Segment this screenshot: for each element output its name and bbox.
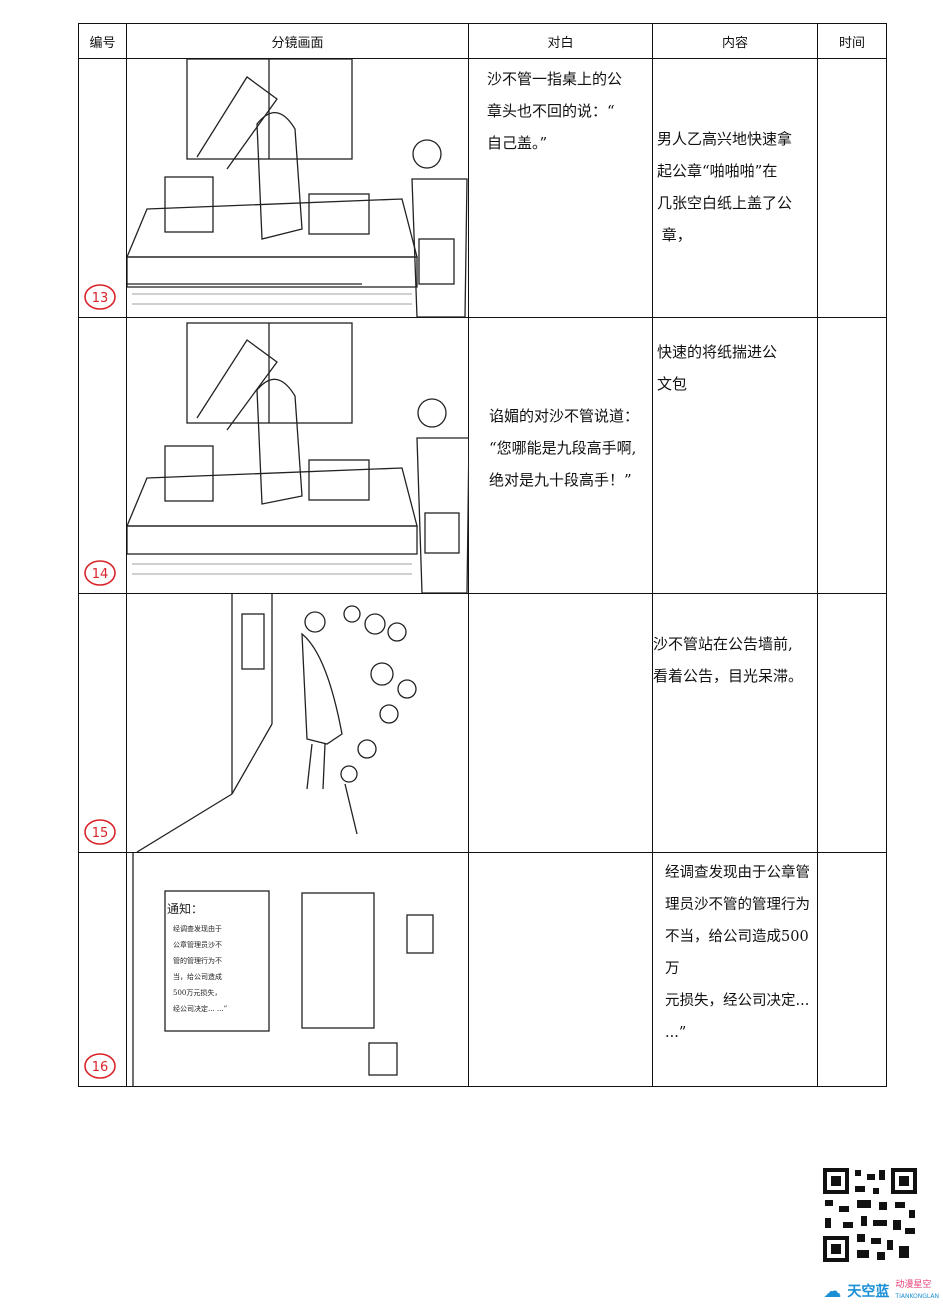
header-frame: 分镜画面 [126, 23, 469, 59]
content-text: 沙不管站在公告墙前, 看着公告，目光呆滞。 [653, 635, 804, 685]
header-number: 编号 [78, 23, 127, 59]
dialogue-text: 谄媚的对沙不管说道： “您哪能是九段高手啊, 绝对是九十段高手！” [489, 407, 640, 489]
frame-sketch-cell [126, 58, 469, 318]
svg-text:13: 13 [92, 291, 109, 306]
dialogue-text: 沙不管一指桌上的公 章头也不回的说：“ 自己盖。” [487, 70, 623, 152]
table-row: 16 通知： 经调查发现由于 公章管理员沙不 管 [78, 852, 887, 1087]
notice-line: 公章管理员沙不 [173, 940, 222, 949]
brand-sub: TIANKONGLAN [895, 1293, 939, 1300]
time-cell [817, 852, 887, 1087]
shot-number-cell: 16 [78, 852, 127, 1087]
brand-name: 天空蓝 [847, 1284, 890, 1300]
shot-number-mark: 16 [83, 1052, 117, 1080]
header-row: 编号 分镜画面 对白 内容 时间 [78, 23, 887, 59]
content-text: 经调查发现由于公章管 理员沙不管的管理行为 不当，给公司造成500万 元损失，经… [665, 865, 810, 1041]
shot-number-cell: 13 [78, 58, 127, 318]
time-cell [817, 317, 887, 594]
frame-sketch-cell: 通知： 经调查发现由于 公章管理员沙不 管的管理行为不 当，给公司造成 500万… [126, 852, 469, 1087]
time-cell [817, 58, 887, 318]
svg-text:15: 15 [92, 826, 109, 841]
table-row: 15 [78, 593, 887, 853]
table-row: 14 [78, 317, 887, 594]
notice-line: 经调查发现由于 [173, 924, 222, 933]
shot-number-cell: 15 [78, 593, 127, 853]
brand-logo: ☁ 天空蓝 动漫星空 TIANKONGLAN [823, 1280, 939, 1302]
content-text: 快速的将纸揣进公 文包 [657, 343, 778, 393]
shot-number-mark: 15 [83, 818, 117, 846]
notice-line: 500万元损失， [173, 988, 221, 997]
content-cell: 男人乙高兴地快速拿 起公章“啪啪啪”在 几张空白纸上盖了公 章， [652, 58, 818, 318]
content-cell: 沙不管站在公告墙前, 看着公告，目光呆滞。 [652, 593, 818, 853]
content-cell: 经调查发现由于公章管 理员沙不管的管理行为 不当，给公司造成500万 元损失，经… [652, 852, 818, 1087]
frame-sketch-cell [126, 593, 469, 853]
shot-number-cell: 14 [78, 317, 127, 594]
qr-code-icon [821, 1166, 919, 1264]
svg-text:16: 16 [92, 1060, 109, 1075]
header-content: 内容 [652, 23, 818, 59]
notice-board-sketch: 通知： 经调查发现由于 公章管理员沙不 管的管理行为不 当，给公司造成 500万… [132, 853, 434, 1086]
svg-text:14: 14 [92, 567, 109, 582]
dialogue-cell [468, 852, 653, 1087]
dialogue-cell: 沙不管一指桌上的公 章头也不回的说：“ 自己盖。” [468, 58, 653, 318]
content-cell: 快速的将纸揣进公 文包 [652, 317, 818, 594]
dialogue-cell [468, 593, 653, 853]
shot-number-mark: 14 [83, 559, 117, 587]
notice-line: 经公司决定... ...” [173, 1004, 228, 1013]
frame-sketch-cell [126, 317, 469, 594]
cloud-icon: ☁ [823, 1280, 842, 1302]
office-sketch [127, 59, 468, 317]
shot-number-mark: 13 [83, 283, 117, 311]
dialogue-cell: 谄媚的对沙不管说道： “您哪能是九段高手啊, 绝对是九十段高手！” [468, 317, 653, 594]
svg-text:通知：: 通知： [167, 902, 203, 916]
table-row: 13 [78, 58, 887, 318]
storyboard-table: 编号 分镜画面 对白 内容 时间 13 [78, 23, 887, 1087]
header-time: 时间 [817, 23, 887, 59]
brand-tagline: 动漫星空 [895, 1280, 932, 1290]
notice-line: 当，给公司造成 [173, 972, 222, 981]
content-text: 男人乙高兴地快速拿 起公章“啪啪啪”在 几张空白纸上盖了公 章， [657, 130, 793, 244]
time-cell [817, 593, 887, 853]
notice-wall-sketch [136, 594, 417, 852]
notice-line: 管的管理行为不 [173, 956, 222, 965]
office-sketch [127, 322, 469, 593]
header-dialogue: 对白 [468, 23, 653, 59]
